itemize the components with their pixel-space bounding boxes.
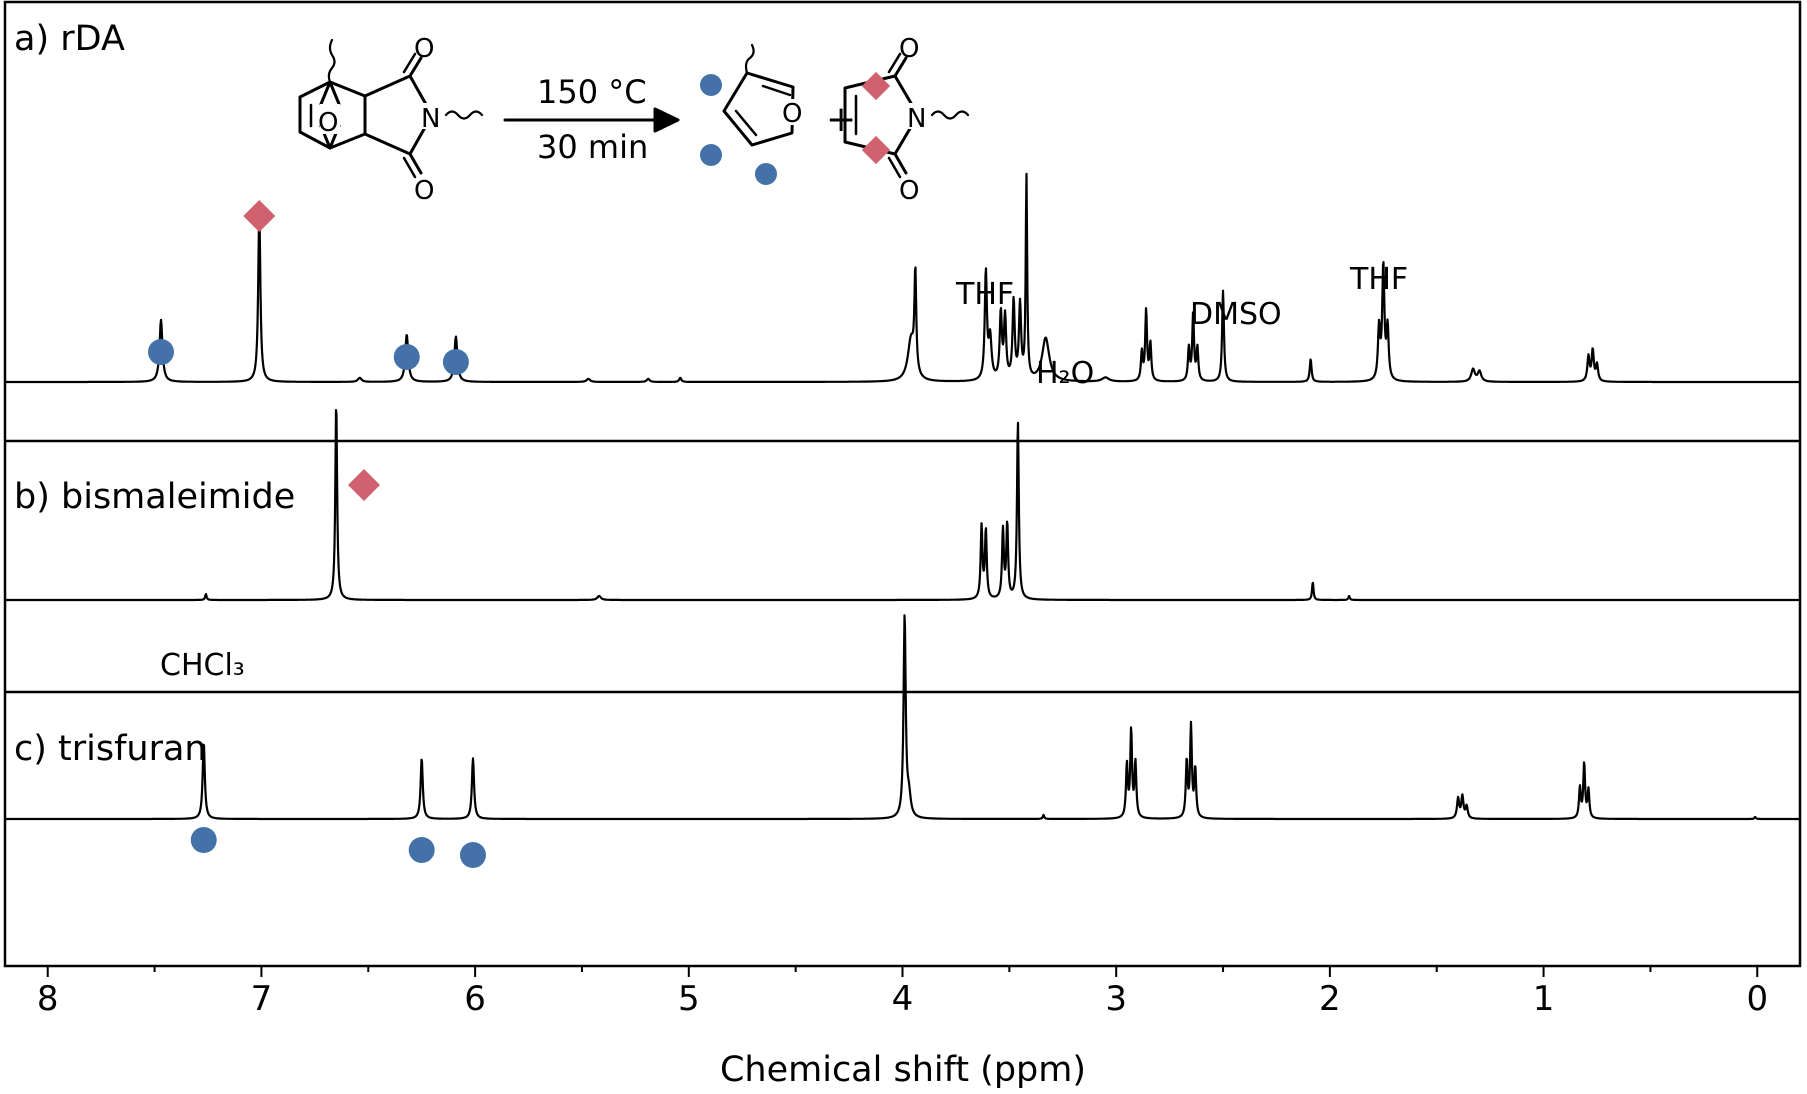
x-tick-label: 4 — [892, 979, 914, 1019]
annotation-chcl3: CHCl₃ — [160, 648, 245, 683]
trisfuran-furan-marker — [459, 842, 486, 868]
adduct-bridge-oxygen: O — [318, 108, 338, 138]
panel-label-c: c) trisfuran — [14, 729, 207, 769]
maleimide-carbonyl-oxygen-top: O — [899, 34, 919, 64]
x-tick-label: 1 — [1533, 979, 1555, 1019]
reaction-plus: + — [826, 99, 856, 140]
x-tick-label: 2 — [1319, 979, 1341, 1019]
trisfuran-furan-marker — [408, 837, 435, 863]
panel-label-a: a) rDA — [14, 19, 125, 59]
trisfuran-furan-marker — [190, 827, 217, 853]
x-axis: 8 7 6 5 4 3 2 1 0 — [37, 966, 1768, 1019]
x-tick-label: 3 — [1105, 979, 1127, 1019]
furan-oxygen: O — [782, 99, 802, 129]
scheme-text: O N O O 150 °C 30 min O + N O O — [318, 34, 930, 206]
adduct-imide-nitrogen: N — [421, 104, 440, 134]
rDA-maleimide-marker — [243, 200, 276, 232]
rDA-furan-marker — [393, 344, 420, 370]
peak-markers — [147, 200, 486, 868]
spectrum-trace-trisfuran — [5, 614, 1800, 821]
annotation-dmso: DMSO — [1190, 297, 1282, 332]
x-tick-label: 7 — [251, 979, 273, 1019]
bismaleimide-maleimide-marker — [348, 469, 380, 501]
scheme-furan-marker-2 — [700, 144, 722, 166]
maleimide-carbonyl-oxygen-bottom: O — [899, 176, 919, 206]
rDA-furan-marker — [442, 349, 469, 375]
adduct-carbonyl-oxygen-bottom: O — [414, 176, 434, 206]
scheme-maleimide-marker-1 — [861, 71, 891, 101]
x-tick-label: 0 — [1746, 979, 1768, 1019]
adduct-carbonyl-oxygen-top: O — [414, 34, 434, 64]
furan-product — [722, 43, 795, 147]
spectrum-trace-rDA — [5, 172, 1800, 384]
x-tick-label: 8 — [37, 979, 59, 1019]
rDA-furan-marker — [147, 339, 174, 365]
scheme-furan-marker-3 — [755, 163, 777, 185]
x-tick-label: 6 — [464, 979, 486, 1019]
annotation-h2o: H₂O — [1036, 356, 1094, 391]
scheme-maleimide-marker-2 — [861, 135, 891, 165]
x-tick-label: 5 — [678, 979, 700, 1019]
spectrum-trace-bismaleimide — [5, 409, 1800, 602]
condition-temperature: 150 °C — [537, 73, 647, 111]
scheme-furan-marker-1 — [700, 74, 722, 96]
x-axis-label: Chemical shift (ppm) — [720, 1050, 1086, 1090]
annotation-thf-b: THF — [1349, 262, 1408, 297]
annotation-thf-a: THF — [955, 277, 1014, 312]
condition-time: 30 min — [537, 128, 648, 166]
panel-label-b: b) bismaleimide — [14, 477, 295, 517]
maleimide-nitrogen: N — [907, 104, 926, 134]
